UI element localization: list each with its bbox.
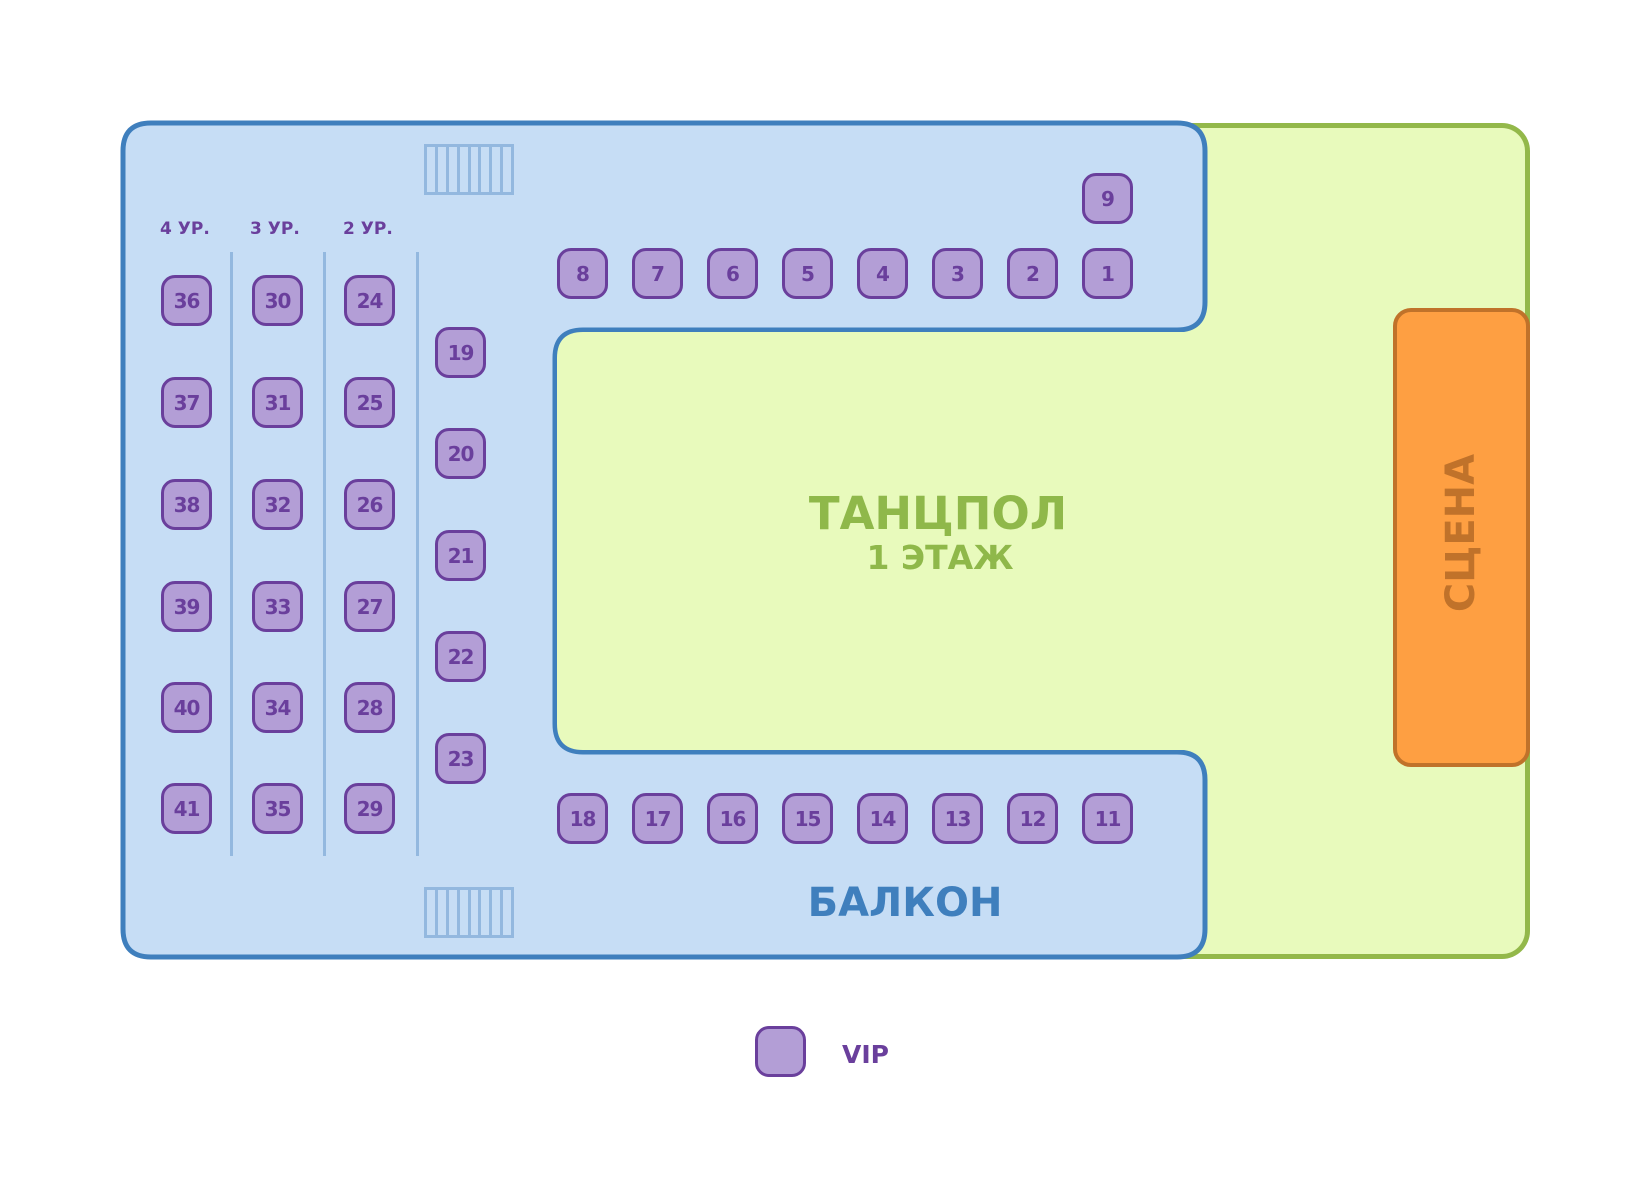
seat-1[interactable]: 1 xyxy=(1082,248,1133,299)
seat-9[interactable]: 9 xyxy=(1082,173,1133,224)
dancefloor-inner xyxy=(557,332,1210,750)
seat-7[interactable]: 7 xyxy=(632,248,683,299)
seat-15[interactable]: 15 xyxy=(782,793,833,844)
seat-31[interactable]: 31 xyxy=(252,377,303,428)
balcony-shape xyxy=(120,120,1208,960)
seat-22[interactable]: 22 xyxy=(435,631,486,682)
legend-vip-label: VIP xyxy=(842,1040,889,1069)
seat-13[interactable]: 13 xyxy=(932,793,983,844)
seat-26[interactable]: 26 xyxy=(344,479,395,530)
seat-21[interactable]: 21 xyxy=(435,530,486,581)
seat-18[interactable]: 18 xyxy=(557,793,608,844)
seat-29[interactable]: 29 xyxy=(344,783,395,834)
dancefloor-subtitle: 1 ЭТАЖ xyxy=(866,538,1014,577)
seat-32[interactable]: 32 xyxy=(252,479,303,530)
seat-17[interactable]: 17 xyxy=(632,793,683,844)
stage-zone[interactable] xyxy=(1393,308,1530,767)
seat-6[interactable]: 6 xyxy=(707,248,758,299)
seat-39[interactable]: 39 xyxy=(161,581,212,632)
tier-label-3: 3 УР. xyxy=(250,219,300,239)
seat-20[interactable]: 20 xyxy=(435,428,486,479)
seat-16[interactable]: 16 xyxy=(707,793,758,844)
tier-label-4: 4 УР. xyxy=(160,219,210,239)
legend-vip-swatch xyxy=(755,1026,806,1077)
tier-divider xyxy=(416,252,419,856)
seat-37[interactable]: 37 xyxy=(161,377,212,428)
stairs-bottom-icon xyxy=(424,887,514,938)
seat-3[interactable]: 3 xyxy=(932,248,983,299)
seat-23[interactable]: 23 xyxy=(435,733,486,784)
seat-2[interactable]: 2 xyxy=(1007,248,1058,299)
seat-25[interactable]: 25 xyxy=(344,377,395,428)
seat-24[interactable]: 24 xyxy=(344,275,395,326)
seat-27[interactable]: 27 xyxy=(344,581,395,632)
seat-38[interactable]: 38 xyxy=(161,479,212,530)
seat-5[interactable]: 5 xyxy=(782,248,833,299)
seat-8[interactable]: 8 xyxy=(557,248,608,299)
seat-34[interactable]: 34 xyxy=(252,682,303,733)
seat-36[interactable]: 36 xyxy=(161,275,212,326)
seat-35[interactable]: 35 xyxy=(252,783,303,834)
seat-28[interactable]: 28 xyxy=(344,682,395,733)
tier-label-2: 2 УР. xyxy=(343,219,393,239)
stage-title: СЦЕНА xyxy=(1438,453,1484,613)
seat-4[interactable]: 4 xyxy=(857,248,908,299)
seat-33[interactable]: 33 xyxy=(252,581,303,632)
tier-divider xyxy=(230,252,233,856)
tier-divider xyxy=(323,252,326,856)
seat-19[interactable]: 19 xyxy=(435,327,486,378)
seat-14[interactable]: 14 xyxy=(857,793,908,844)
seat-11[interactable]: 11 xyxy=(1082,793,1133,844)
dancefloor-title: ТАНЦПОЛ xyxy=(808,487,1068,540)
seat-41[interactable]: 41 xyxy=(161,783,212,834)
seat-40[interactable]: 40 xyxy=(161,682,212,733)
balcony-title: БАЛКОН xyxy=(807,880,1003,926)
stairs-top-icon xyxy=(424,144,514,195)
seat-30[interactable]: 30 xyxy=(252,275,303,326)
seat-12[interactable]: 12 xyxy=(1007,793,1058,844)
